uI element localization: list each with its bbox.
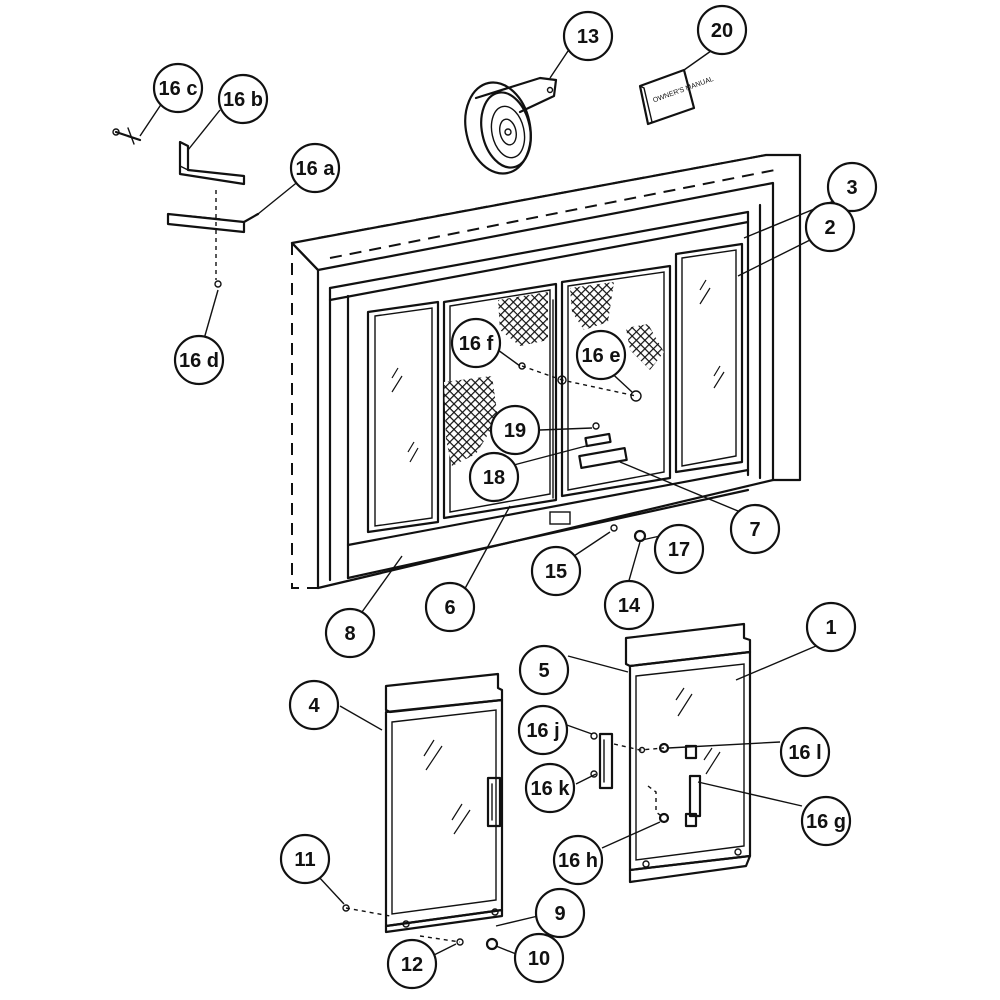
svg-text:16 f: 16 f [459, 333, 494, 355]
svg-text:16 l: 16 l [788, 742, 821, 764]
latch-plate-18-icon [584, 432, 612, 448]
svg-text:9: 9 [554, 903, 565, 925]
svg-text:6: 6 [444, 597, 455, 619]
callout-10: 10 [513, 932, 565, 984]
bracket-hardware-16 [112, 127, 260, 288]
svg-text:3: 3 [846, 177, 857, 199]
nut-10-icon [485, 937, 499, 951]
callout-16g: 16 g [800, 795, 852, 847]
svg-text:5: 5 [538, 660, 549, 682]
hinge-hardware-16 [590, 732, 702, 828]
callout-8: 8 [324, 607, 376, 659]
callout-18: 18 [468, 451, 520, 503]
plate-16a-icon [166, 212, 260, 234]
svg-text:14: 14 [618, 595, 641, 617]
right-fixed-glass-panel [674, 242, 744, 474]
door-1 [624, 622, 752, 884]
catch-block-icon [549, 511, 571, 525]
washer-12-icon [456, 938, 464, 946]
bracket-16b-icon [178, 140, 246, 186]
svg-text:1: 1 [825, 617, 836, 639]
manual-cover-text: OWNER'S MANUAL [652, 76, 715, 104]
svg-text:16 a: 16 a [296, 158, 336, 180]
owners-manual-20-icon: OWNER'S MANUAL [638, 68, 715, 126]
svg-text:13: 13 [577, 26, 599, 48]
hinge-pin-bottom-icon [684, 812, 698, 828]
svg-text:20: 20 [711, 20, 733, 42]
callout-16h: 16 h [552, 834, 604, 886]
svg-text:4: 4 [308, 695, 320, 717]
callout-16e: 16 e [575, 329, 627, 381]
callout-19: 19 [489, 404, 541, 456]
blower-13-icon [464, 76, 558, 175]
latch-bracket-7-icon [578, 446, 628, 470]
svg-text:16 d: 16 d [179, 350, 219, 372]
pin-16c-icon [112, 127, 142, 145]
svg-text:16 k: 16 k [531, 778, 571, 800]
svg-text:16 c: 16 c [159, 78, 198, 100]
callout-1: 1 [805, 601, 857, 653]
door-4 [384, 672, 504, 934]
svg-text:19: 19 [504, 420, 526, 442]
washer-16h-icon [658, 812, 670, 824]
callout-15: 15 [530, 545, 582, 597]
callout-13: 13 [562, 10, 614, 62]
svg-text:16 j: 16 j [526, 720, 559, 742]
svg-text:10: 10 [528, 948, 550, 970]
callout-16d: 16 d [173, 334, 225, 386]
callout-14: 14 [603, 579, 655, 631]
callout-11: 11 [279, 833, 331, 885]
callout-7: 7 [729, 503, 781, 555]
callout-3: 3 [826, 161, 878, 213]
svg-text:11: 11 [294, 849, 315, 871]
svg-text:16 h: 16 h [558, 850, 598, 872]
svg-text:8: 8 [344, 623, 355, 645]
svg-text:17: 17 [668, 539, 690, 561]
callout-16a: 16 a [289, 142, 341, 194]
callout-16l: 16 l [779, 726, 831, 778]
svg-text:15: 15 [545, 561, 567, 583]
left-fixed-glass-panel [366, 300, 440, 534]
hinge-pin-top-icon [684, 744, 698, 760]
pivot-pin-icon [557, 375, 567, 385]
screw-16j-lower-icon [590, 770, 598, 778]
svg-text:7: 7 [749, 519, 760, 541]
callout-6: 6 [424, 581, 476, 633]
callout-17: 17 [653, 523, 705, 575]
main-frame [290, 153, 802, 590]
svg-text:18: 18 [483, 467, 505, 489]
washer-16e-icon [630, 390, 642, 402]
hinge-strap-16k-icon [598, 732, 614, 790]
callout-16b: 16 b [217, 73, 269, 125]
svg-text:16 e: 16 e [582, 345, 621, 367]
callout-5: 5 [518, 644, 570, 696]
callout-16j: 16 j [517, 704, 569, 756]
callout-2: 2 [804, 201, 856, 253]
screw-16j-icon [590, 732, 598, 740]
svg-text:16 b: 16 b [223, 89, 263, 111]
callout-9: 9 [534, 887, 586, 939]
svg-text:12: 12 [401, 954, 423, 976]
svg-text:16 g: 16 g [806, 811, 846, 833]
center-doors-installed [442, 264, 672, 520]
callout-16f: 16 f [450, 317, 502, 369]
callout-16k: 16 k [524, 762, 576, 814]
door-bottom-hardware [342, 904, 499, 951]
screw-19-icon [592, 422, 600, 430]
callout-12: 12 [386, 938, 438, 990]
door-latch-hardware [518, 362, 647, 543]
callout-16c: 16 c [152, 62, 204, 114]
knob-14-icon [633, 529, 647, 543]
svg-text:2: 2 [824, 217, 835, 239]
callouts: 16 c 16 b 16 a 16 d 13 20 3 2 [152, 4, 878, 990]
callout-20: 20 [696, 4, 748, 56]
nut-15-icon [610, 524, 618, 532]
callout-4: 4 [288, 679, 340, 731]
screw-16d-icon [214, 280, 222, 288]
